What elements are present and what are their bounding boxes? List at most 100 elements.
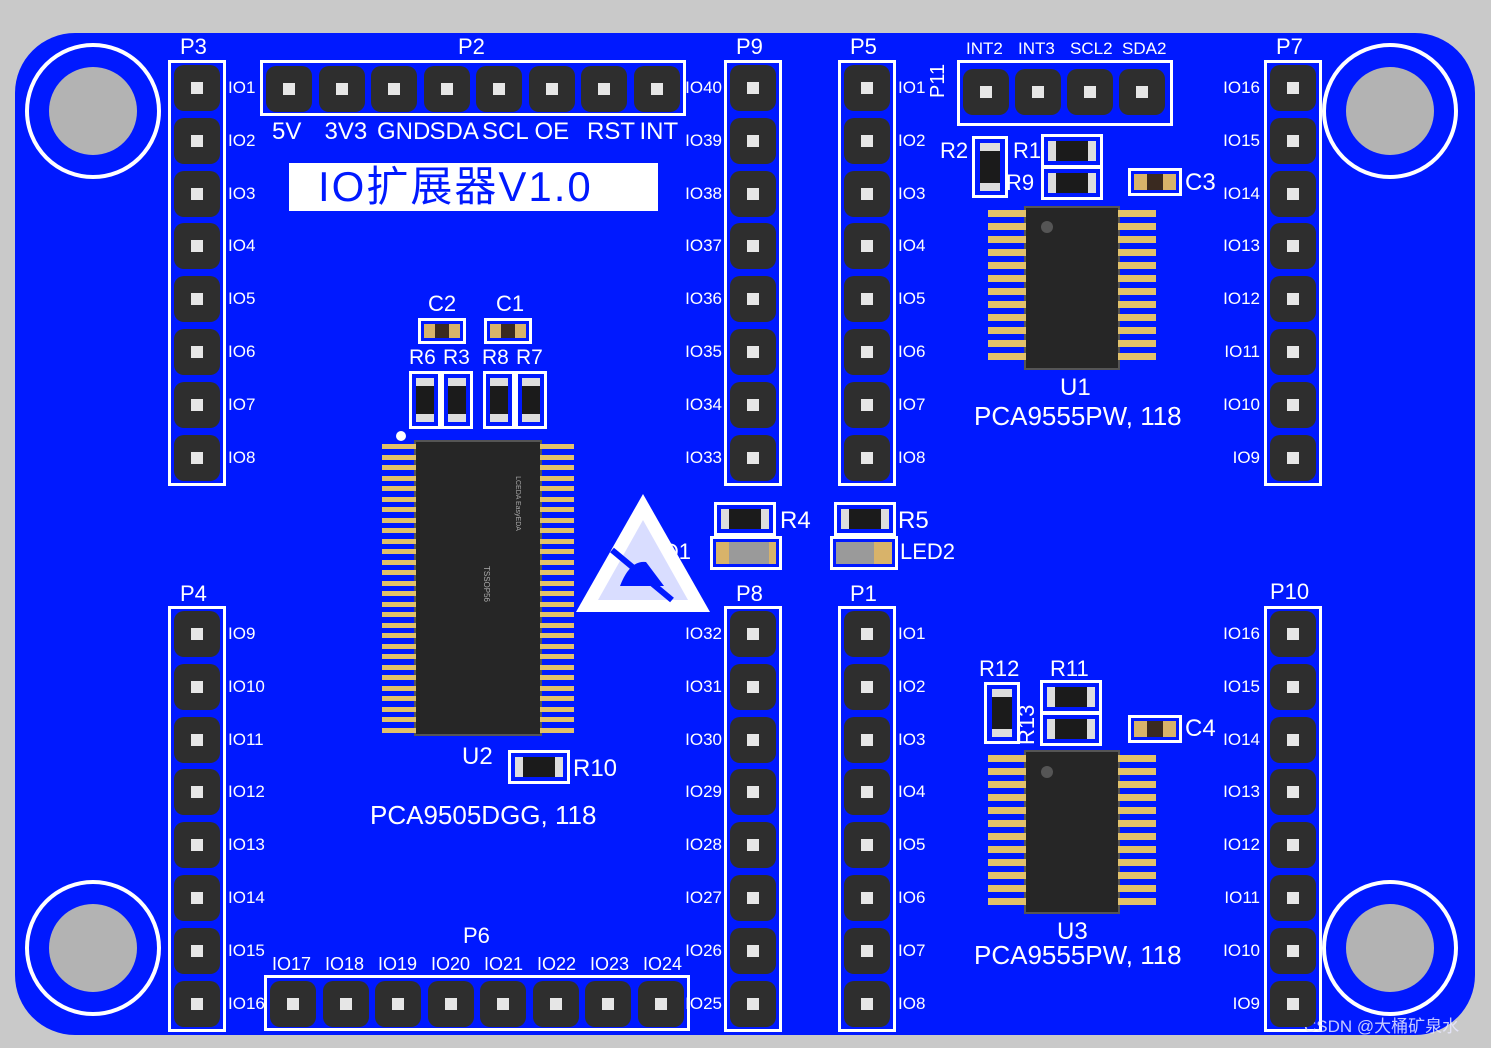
header-pin-p5-2: [844, 117, 890, 164]
header-pin-p2-4: [423, 66, 470, 112]
u1-left-pad: [988, 236, 1026, 243]
header-pin-p8-7: [730, 927, 776, 974]
u1-right-pad: [1118, 236, 1156, 243]
header-pin-p8-3: [730, 716, 776, 763]
header-pin-p2-1: [266, 66, 312, 112]
header-p6: [264, 975, 690, 1031]
pin-label-p5-8: IO8: [898, 447, 926, 467]
u3-left-pad: [988, 872, 1026, 879]
u2-left-pad: [382, 486, 416, 491]
u2-right-pad: [540, 454, 574, 460]
u1-left-pad: [988, 223, 1026, 230]
u3-left-pad: [988, 781, 1026, 788]
u3-right-pad: [1118, 885, 1156, 892]
header-label-p4: P4: [180, 581, 207, 606]
pin-label-p1-2: IO2: [898, 676, 926, 696]
header-pin-p10-3: [1270, 716, 1316, 763]
header-pin-p4-1: [174, 611, 220, 657]
pin-label-p5-1: IO1: [898, 78, 926, 97]
pin-label-p2-2: 3V3: [324, 118, 368, 145]
u3-left-pad: [988, 833, 1026, 840]
header-pin-p7-7: [1270, 381, 1316, 428]
pin-label-p2-3: GND: [377, 118, 431, 145]
label-r3: R3: [443, 346, 470, 369]
mounting-hole-bottom-left: [25, 880, 161, 1016]
capacitor-c1: [484, 318, 532, 344]
u2-left-pad: [382, 696, 416, 701]
header-label-p3: P3: [180, 34, 207, 59]
pin-label-p1-4: IO4: [898, 782, 926, 802]
header-pin-p6-4: [427, 981, 474, 1027]
u2-right-pad: [540, 580, 574, 586]
header-pin-p9-6: [730, 329, 776, 375]
header-pin-p2-8: [633, 66, 680, 112]
header-pin-p4-3: [174, 716, 220, 763]
pin-label-p4-4: IO12: [228, 782, 265, 802]
header-pin-p10-6: [1270, 875, 1316, 921]
pin-label-p9-2: IO39: [685, 130, 722, 150]
u2-ref: U2: [462, 743, 493, 770]
pin-label-p8-1: IO32: [685, 624, 722, 643]
watermark: CSDN @大桶矿泉水: [1304, 1017, 1460, 1036]
pin-label-p5-5: IO5: [898, 289, 926, 309]
u2-right-pad: [540, 496, 574, 502]
pin-label-p8-2: IO31: [685, 676, 722, 696]
pin-label-p2-6: OE: [534, 118, 570, 145]
u2-right-pad: [540, 727, 574, 733]
u1-right-pad: [1118, 353, 1156, 360]
pin-label-p7-1: IO16: [1223, 78, 1260, 97]
pin-label-p9-7: IO34: [685, 394, 722, 414]
header-pin-p3-7: [174, 381, 220, 428]
header-pin-p4-4: [174, 769, 220, 816]
header-pin-p8-5: [730, 822, 776, 869]
u2-right-pad: [540, 675, 574, 680]
pin-label-p9-1: IO40: [685, 78, 722, 97]
header-pin-p7-4: [1270, 223, 1316, 270]
label-c4: C4: [1185, 715, 1216, 742]
u2-right-pad: [540, 612, 574, 617]
u1-right-pad: [1118, 327, 1156, 334]
label-r9: R9: [1006, 170, 1035, 195]
u2-right-pad: [540, 475, 574, 481]
pin-label-p5-4: IO4: [898, 236, 926, 256]
pin-label-p6-2: IO18: [325, 954, 365, 974]
resistor-r12: [984, 682, 1020, 744]
header-label-p8: P8: [736, 581, 763, 606]
header-pin-p8-4: [730, 769, 776, 816]
header-pin-p10-7: [1270, 927, 1316, 974]
u3-chip: [1024, 750, 1120, 914]
mounting-hole-bottom-right: [1322, 880, 1458, 1016]
u1-right-pad: [1118, 275, 1156, 282]
capacitor-c3: [1128, 168, 1182, 196]
pin1-marker: [396, 431, 406, 441]
resistor-r13: [1040, 712, 1102, 746]
u2-part: PCA9505DGG, 118: [370, 800, 597, 830]
u1-ref: U1: [1060, 374, 1091, 401]
pin-label-p1-3: IO3: [898, 729, 926, 749]
pin-label-p2-5: SCL: [482, 118, 529, 145]
resistor-r8: [483, 371, 515, 429]
u1-right-pad: [1118, 288, 1156, 295]
u2-left-pad: [382, 538, 416, 544]
pin-label-p6-1: IO17: [272, 954, 312, 974]
u2-right-pad: [540, 633, 574, 638]
u2-right-pad: [540, 507, 574, 512]
pin-label-p10-5: IO12: [1223, 835, 1260, 855]
pin-label-p1-1: IO1: [898, 624, 926, 643]
header-pin-p5-3: [844, 170, 890, 217]
label-r11: R11: [1050, 656, 1089, 681]
u2-left-pad: [382, 612, 416, 617]
pin-label-p3-7: IO7: [228, 394, 256, 414]
u2-left-pad: [382, 633, 416, 638]
pin-label-p6-5: IO21: [484, 954, 524, 974]
header-pin-p8-1: [730, 611, 776, 657]
pin-label-p11-2: INT3: [1018, 39, 1055, 58]
resistor-r9: [1041, 166, 1103, 200]
label-r2: R2: [940, 138, 969, 163]
u2-right-pad: [540, 528, 574, 533]
header-pin-p2-2: [318, 66, 365, 112]
label-r6: R6: [409, 346, 436, 369]
u1-left-pad: [988, 262, 1026, 269]
pin-label-p8-3: IO30: [685, 729, 722, 749]
pin-label-p1-6: IO6: [898, 888, 926, 907]
